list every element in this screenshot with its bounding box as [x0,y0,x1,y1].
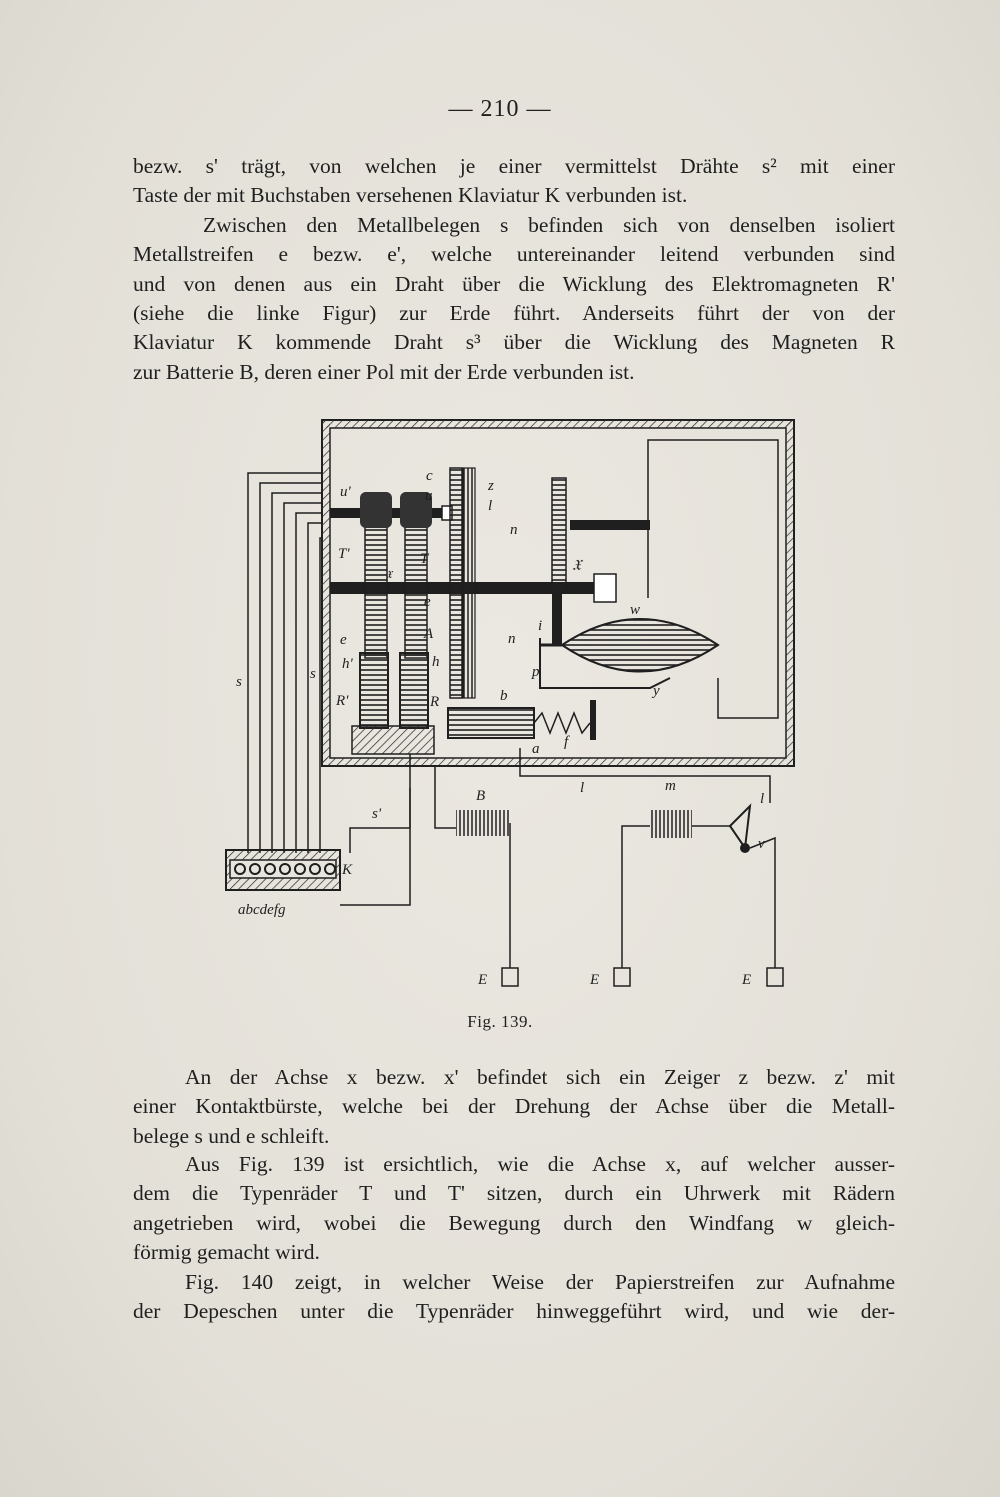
label-R1: R' [335,693,349,709]
label-h1: h' [342,656,354,672]
label-v: v [758,836,765,852]
label-h: h [432,654,440,670]
text-line: Taste der mit Buchstaben versehenen Klav… [133,183,688,208]
label-u: u [425,488,433,504]
label-a: a [532,741,540,757]
label-E-2: E [589,972,599,988]
battery-m-and-switch [613,803,784,987]
text-line: dem die Typenräder T und T' sitzen, durc… [133,1181,895,1206]
page-number: — 210 — [448,96,552,122]
text-line: förmig gemacht wird. [133,1240,320,1265]
label-y: y [651,683,660,699]
text-line: Aus Fig. 139 ist ersichtlich, wie die Ac… [185,1152,895,1176]
text-line: belege s und e schleift. [133,1123,330,1148]
label-R: R [429,694,439,710]
gear-train [330,467,650,699]
text-line: zur Batterie B, deren einer Pol mit der … [133,359,635,384]
armature-and-spring [447,700,596,740]
label-keys: abcdefg [238,902,286,918]
text-line: An der Achse x bezw. x' befindet sich ei… [185,1065,895,1089]
figure-139-telegraph-apparatus: u' u c z l n T' T 𝔵 𝔛 w e A e h' h n i p… [225,419,795,988]
paragraph-3: Aus Fig. 139 ist ersichtlich, wie die Ac… [133,1150,895,1268]
label-X: 𝔛 [572,558,584,574]
battery-b [434,766,519,987]
label-u1: u' [340,484,352,500]
label-n: n [510,522,518,538]
label-E-1: E [477,972,487,988]
label-s: s [236,674,242,690]
text-line: der Depeschen unter die Typenräder hinwe… [133,1299,895,1324]
label-l3: l [760,791,764,807]
label-x1: 𝔵 [386,566,394,582]
text-line: Zwischen den Metallbelegen s befinden si… [203,212,895,237]
label-l2: l [580,780,584,796]
figure-labels: u' u c z l n T' T 𝔵 𝔛 w e A e h' h n i p… [236,468,765,988]
text-line: Klaviatur K kommende Draht s³ über die W… [133,330,895,355]
label-T1: T' [338,546,350,562]
internal-wire-right [519,439,779,803]
label-z: z [487,478,494,494]
label-E-3: E [741,972,751,988]
apparatus-housing [321,419,795,767]
label-s-small: s [310,666,316,682]
label-m: m [665,778,676,794]
label-b: b [500,688,508,704]
paragraph-1: bezw. s' trägt, von welchen je einer ver… [133,152,895,387]
label-i: i [538,618,542,634]
text-line: Fig. 140 zeigt, in welcher Weise der Pap… [185,1270,895,1294]
wires-to-keyboard [247,472,411,906]
paragraph-2: An der Achse x bezw. x' befindet sich ei… [133,1063,895,1151]
text-line: und von denen aus ein Draht über die Wic… [133,271,895,296]
label-s1: s' [372,806,382,822]
label-f: f [564,734,570,750]
text-line: bezw. s' trägt, von welchen je einer ver… [133,154,895,178]
label-A: A [423,626,434,642]
figure-caption: Fig. 139. [467,1012,533,1031]
electromagnets [351,652,435,755]
label-e1: e [340,632,347,648]
paragraph-4: Fig. 140 zeigt, in welcher Weise der Pap… [133,1268,895,1327]
label-e: e [424,594,431,610]
text-line: (siehe die linke Figur) zur Erde führt. … [133,301,895,326]
label-c: c [426,468,433,484]
text-line: Metallstreifen e bezw. e', welche untere… [133,242,895,267]
label-T: T [420,551,430,567]
keyboard-klaviatur [225,849,341,891]
text-line: angetrieben wird, wobei die Bewegung dur… [133,1210,895,1235]
text-line: einer Kontaktbürste, welche bei der Dreh… [133,1094,895,1119]
label-w: w [630,602,640,618]
label-n1: n [508,631,516,647]
windfang-fan [539,618,720,689]
label-B: B [476,788,485,804]
label-l: l [488,498,492,514]
label-K: K [341,862,353,878]
label-p: p [531,664,540,680]
